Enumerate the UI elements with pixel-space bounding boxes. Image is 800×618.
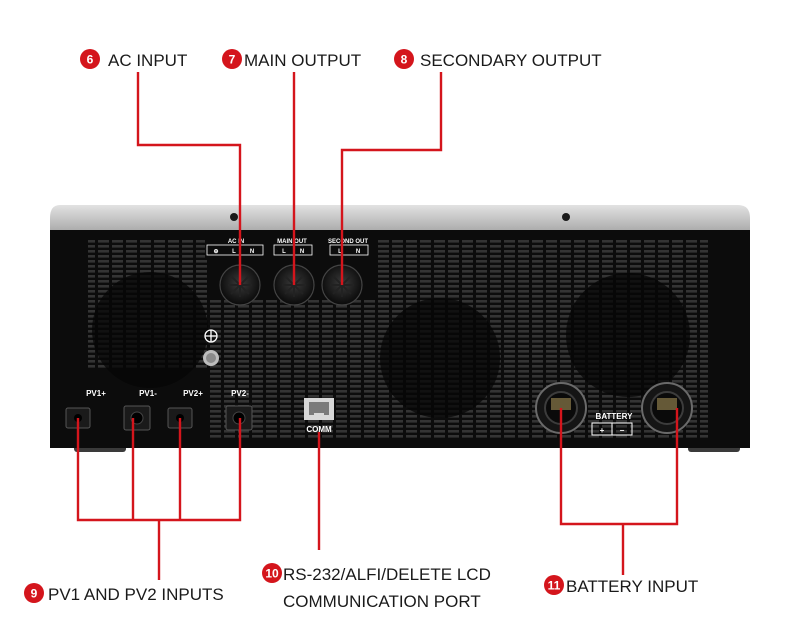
badge-6 (80, 49, 100, 69)
comm-port: COMM (304, 398, 334, 434)
badge-9 (24, 583, 44, 603)
main-output-label: MAIN OUTPUT (244, 51, 361, 70)
leader-ac-input (136, 72, 242, 285)
callout-main-output: 7 MAIN OUTPUT (222, 49, 361, 70)
case-top-cap (50, 205, 750, 232)
terminal-n-in: N (250, 249, 254, 255)
pv1-minus-label: PV1- (139, 389, 157, 398)
inverter-device: AC IN ⊕ L N MAIN OUT L N SECOND OUT L N (50, 205, 750, 452)
ac-terminal-plates: AC IN ⊕ L N MAIN OUT L N SECOND OUT L N (205, 236, 369, 258)
battery-plus-symbol: + (600, 426, 605, 435)
screw-hole-left (230, 213, 238, 221)
badge-11-num: 11 (548, 579, 561, 593)
terminal-l-second: L (338, 249, 342, 255)
fan-right (566, 273, 690, 397)
badge-10-num: 10 (265, 567, 279, 581)
callout-battery-input: 11 BATTERY INPUT (544, 575, 698, 596)
battery-label: BATTERY (596, 412, 634, 421)
badge-9-num: 9 (31, 587, 38, 601)
secondary-output-label: SECONDARY OUTPUT (420, 51, 602, 70)
comm-label: COMM (306, 425, 332, 434)
pv2-minus-label: PV2- (231, 389, 249, 398)
badge-8 (394, 49, 414, 69)
terminal-l-in: L (232, 249, 236, 255)
badge-7 (222, 49, 242, 69)
battery-input-label: BATTERY INPUT (566, 577, 698, 596)
callout-pv-inputs: 9 PV1 AND PV2 INPUTS (24, 583, 224, 604)
fan-left (92, 272, 208, 388)
main-out-label: MAIN OUT (277, 239, 307, 245)
pv-inputs-label: PV1 AND PV2 INPUTS (48, 585, 224, 604)
comm-port-label-line1: RS-232/ALFI/DELETE LCD (283, 565, 491, 584)
fan-center (380, 298, 500, 418)
callout-secondary-output: 8 SECONDARY OUTPUT (394, 49, 602, 70)
pv2-plus-label: PV2+ (183, 389, 203, 398)
pv1-plus-label: PV1+ (86, 389, 106, 398)
callout-comm-port: 10 RS-232/ALFI/DELETE LCD COMMUNICATION … (262, 563, 491, 611)
terminal-ground: ⊕ (213, 249, 218, 255)
badge-8-num: 8 (401, 53, 408, 67)
terminal-n-second: N (356, 249, 360, 255)
badge-11 (544, 575, 564, 595)
leader-battery (559, 408, 679, 526)
leader-lines (76, 72, 679, 580)
leader-secondary-output (340, 72, 443, 285)
badge-6-num: 6 (87, 53, 94, 67)
callout-ac-input: 6 AC INPUT (80, 49, 187, 70)
ac-input-label: AC INPUT (108, 51, 187, 70)
second-out-label: SECOND OUT (328, 239, 368, 245)
badge-7-num: 7 (229, 53, 236, 67)
ground-terminal (203, 329, 219, 366)
ac-in-label: AC IN (228, 239, 244, 245)
badge-10 (262, 563, 282, 583)
comm-port-label-line2: COMMUNICATION PORT (283, 592, 481, 611)
screw-hole-right (562, 213, 570, 221)
battery-minus-symbol: − (620, 426, 625, 435)
terminal-l-main: L (282, 249, 286, 255)
terminal-n-main: N (300, 249, 304, 255)
battery-terminals: BATTERY + − (535, 382, 693, 436)
